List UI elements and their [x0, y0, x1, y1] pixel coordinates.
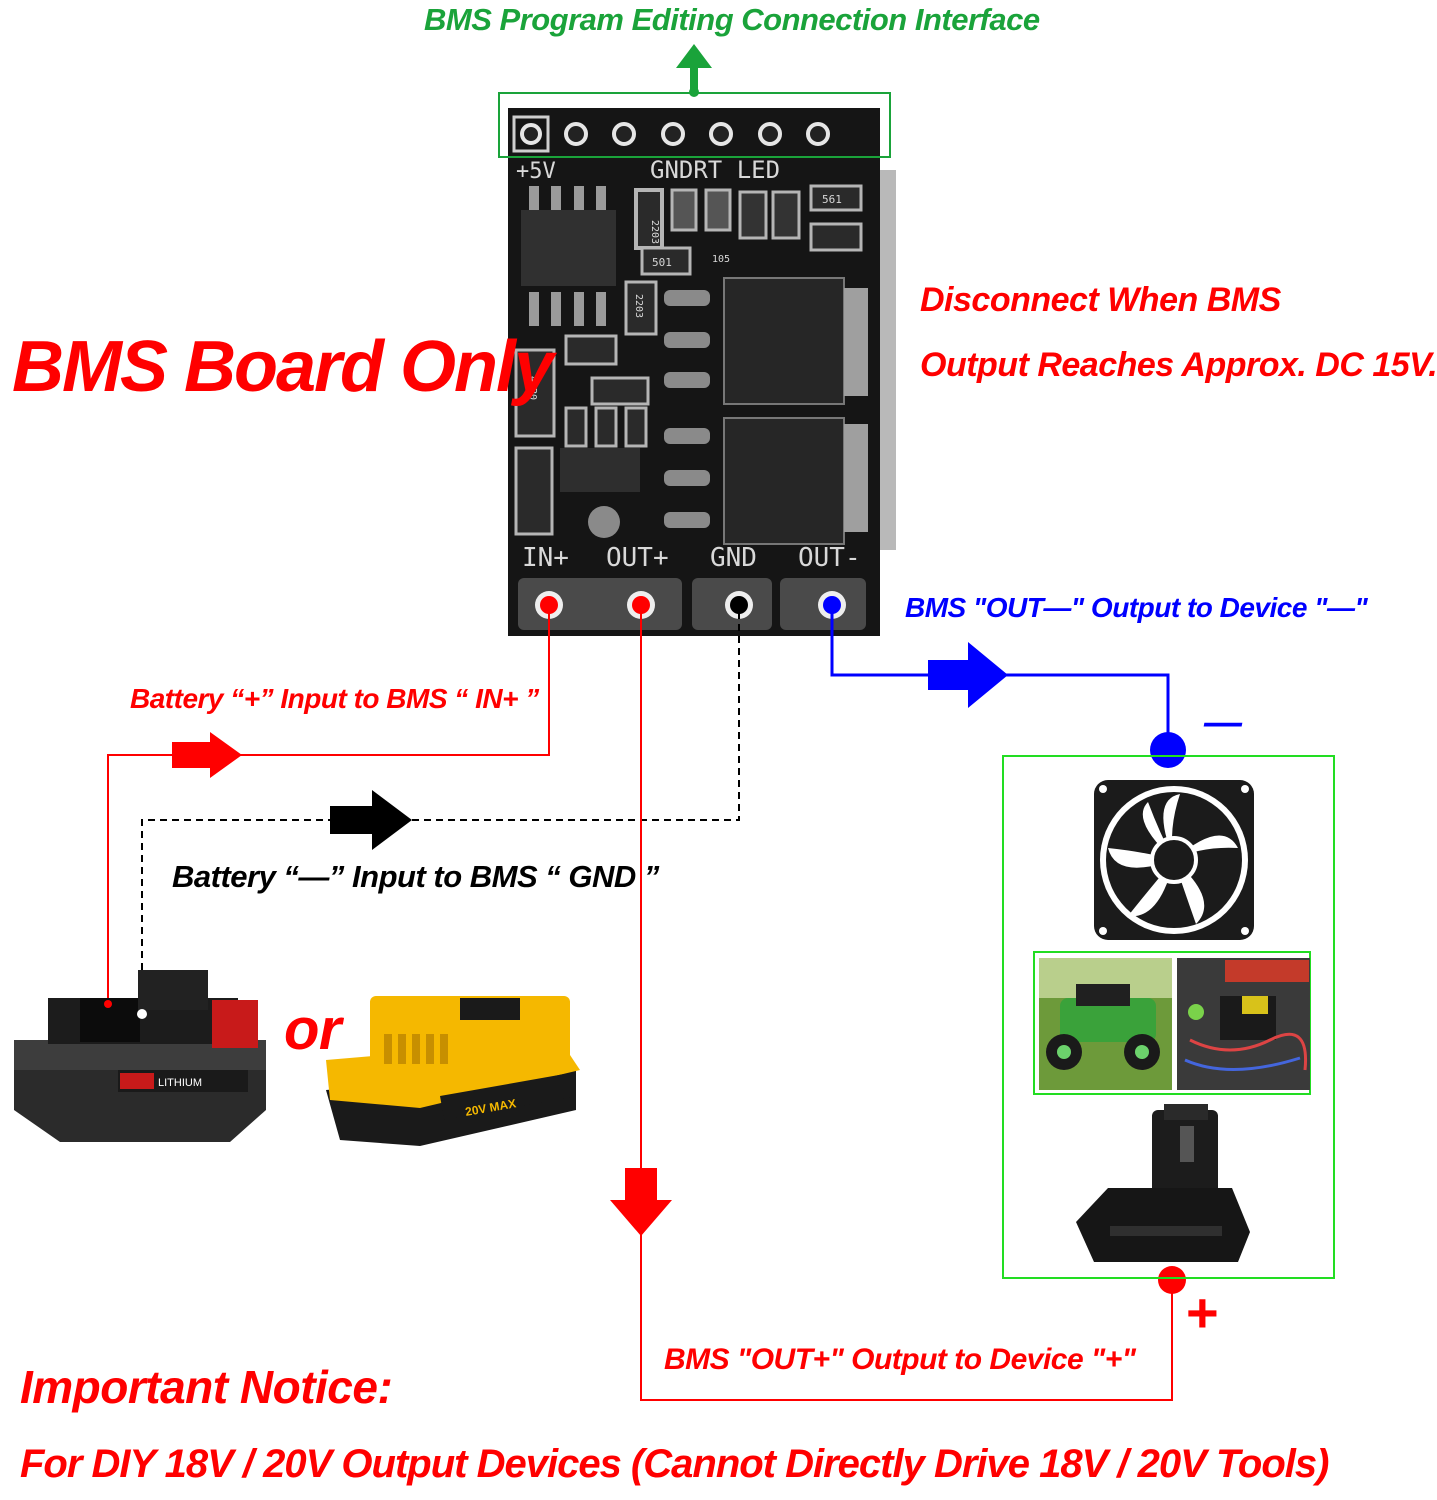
silkscreen-gndrt-led: GNDRT LED — [650, 156, 780, 184]
device-box — [1002, 755, 1335, 1279]
component-mark: 47R0 — [527, 376, 538, 400]
out-minus-label: BMS "OUT—" Output to Device "—" — [905, 592, 1368, 623]
battery-yellow-icon: 20V MAX — [326, 996, 580, 1146]
pad-in-plus — [540, 596, 558, 614]
battery-minus-label: Battery “—” Input to BMS “ GND ” — [172, 859, 659, 894]
pin-label-in-plus: IN+ — [522, 543, 569, 573]
battery-adapter-icon — [1076, 1104, 1250, 1262]
component-mark: 2203 — [633, 294, 644, 318]
pad-out-minus — [823, 596, 841, 614]
battery-dark-icon: LITHIUM — [14, 970, 266, 1142]
pin-label-out-plus: OUT+ — [606, 543, 669, 573]
wire-out-minus — [830, 612, 1186, 768]
notice-title: Important Notice: — [20, 1361, 393, 1413]
pin-label-out-minus: OUT- — [798, 543, 861, 573]
board-title: BMS Board Only — [12, 327, 554, 407]
component-mark: 2203 — [649, 220, 660, 244]
notice-text: For DIY 18V / 20V Output Devices (Cannot… — [20, 1442, 1329, 1486]
ride-on-toy-photo — [1039, 958, 1172, 1090]
pad-out-plus — [632, 596, 650, 614]
device-minus-symbol: — — [1204, 702, 1242, 744]
pin-label-gnd: GND — [710, 543, 757, 573]
car-interior-photo — [1177, 958, 1310, 1090]
disconnect-note-line2: Output Reaches Approx. DC 15V. — [920, 346, 1437, 384]
battery-or-label: or — [284, 997, 342, 1062]
wire-in-plus — [107, 612, 550, 1000]
bms-board: +5V GNDRT LED 561 2203 105 501 2203 47R0… — [508, 108, 896, 636]
program-interface-label: BMS Program Editing Connection Interface — [424, 2, 1040, 37]
component-mark: 561 — [822, 193, 842, 206]
component-mark: 501 — [652, 256, 672, 269]
out-plus-label: BMS "OUT+" Output to Device "+" — [664, 1343, 1136, 1376]
silkscreen-5v: +5V — [516, 159, 556, 184]
program-interface-box — [498, 92, 891, 158]
component-mark: 105 — [712, 254, 730, 265]
fan-icon — [1094, 780, 1254, 940]
device-plus-symbol: + — [1186, 1281, 1219, 1344]
pad-gnd — [730, 596, 748, 614]
program-header-pins — [512, 115, 830, 153]
wire-out-plus — [610, 612, 1186, 1401]
disconnect-note-line1: Disconnect When BMS — [920, 281, 1281, 319]
battery-plus-label: Battery “+” Input to BMS “ IN+ ” — [130, 683, 539, 714]
battery-dark-label: LITHIUM — [158, 1077, 202, 1089]
program-interface-arrow — [676, 44, 712, 97]
wire-gnd — [141, 612, 740, 1012]
